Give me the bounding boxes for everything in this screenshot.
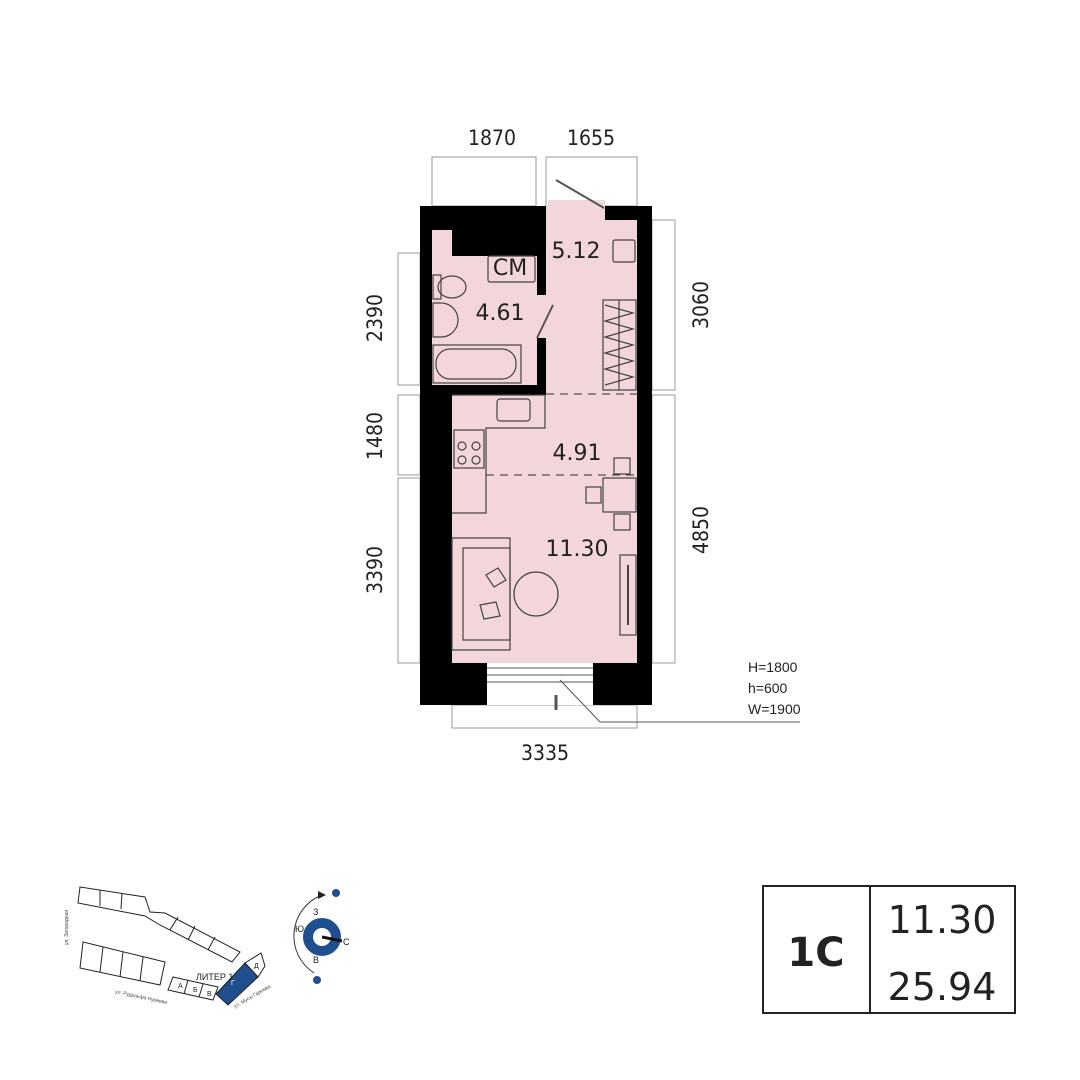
kitchen-area: 4.91 [553, 441, 602, 466]
furniture [432, 239, 637, 651]
entry-door [555, 179, 605, 209]
window-leader-line [559, 679, 800, 723]
site-plan: А Б В Г Д ЛИТЕР 1 ул. Загородная ул. Руд… [64, 886, 272, 1010]
window-sill: h=600 [748, 680, 788, 696]
sun-icon [313, 976, 321, 984]
section-a: А [178, 983, 183, 990]
dim-right-bottom: 4850 [689, 506, 713, 554]
section-g: Г [231, 980, 235, 987]
summary-living-area: 11.30 [888, 898, 997, 942]
dim-top-left: 1870 [468, 126, 516, 150]
compass-east: В [313, 955, 319, 965]
washing-machine [487, 255, 536, 283]
bathroom-area: 4.61 [476, 301, 525, 326]
kitchen-counter [452, 394, 546, 514]
dining-table [602, 477, 637, 513]
dim-top-right: 1655 [567, 126, 615, 150]
dim-left-bottom: 3390 [363, 546, 387, 594]
compass-ring [303, 918, 341, 956]
sun-icon [332, 889, 340, 897]
section-v: В [207, 991, 212, 998]
dim-left-top: 2390 [363, 294, 387, 342]
building-label: ЛИТЕР 1 [196, 972, 233, 982]
section-b: Б [193, 987, 198, 994]
window-height: H=1800 [748, 659, 798, 675]
compass-south: Ю [295, 924, 304, 934]
hall-cabinet [612, 239, 636, 263]
bathtub-icon [432, 344, 522, 384]
toilet-icon [437, 275, 467, 299]
summary-box: 1С 11.30 25.94 [762, 885, 1016, 1014]
compass: З Ю С В [293, 889, 350, 984]
window-width: W=1900 [748, 701, 801, 717]
dim-bottom: 3335 [521, 741, 569, 765]
dim-right-top: 3060 [689, 281, 713, 329]
street-label: ул. Загородная [64, 910, 70, 945]
window [487, 663, 593, 710]
street-label: ул. Рудольфа Нуреева [115, 989, 168, 1006]
room-floors [432, 206, 637, 663]
kitchen-sink-icon [496, 398, 531, 422]
sink-icon [432, 302, 459, 338]
hall-area: 5.12 [552, 239, 601, 264]
coffee-table [513, 571, 559, 617]
apartment-type: 1С [787, 930, 844, 976]
compass-needle [321, 935, 343, 943]
washing-machine-label: СМ [493, 256, 527, 281]
compass-north: С [343, 937, 350, 947]
section-d: Д [254, 963, 259, 970]
dim-left-middle: 1480 [363, 412, 387, 460]
living-area: 11.30 [546, 537, 609, 562]
tv-stand [619, 554, 637, 636]
summary-total-area: 25.94 [888, 965, 997, 1009]
hall-door-gap [537, 295, 546, 338]
stove-icon [453, 429, 485, 469]
kitchen-living-floor [452, 395, 637, 663]
bathroom-door [536, 304, 554, 339]
compass-west: З [313, 907, 318, 917]
